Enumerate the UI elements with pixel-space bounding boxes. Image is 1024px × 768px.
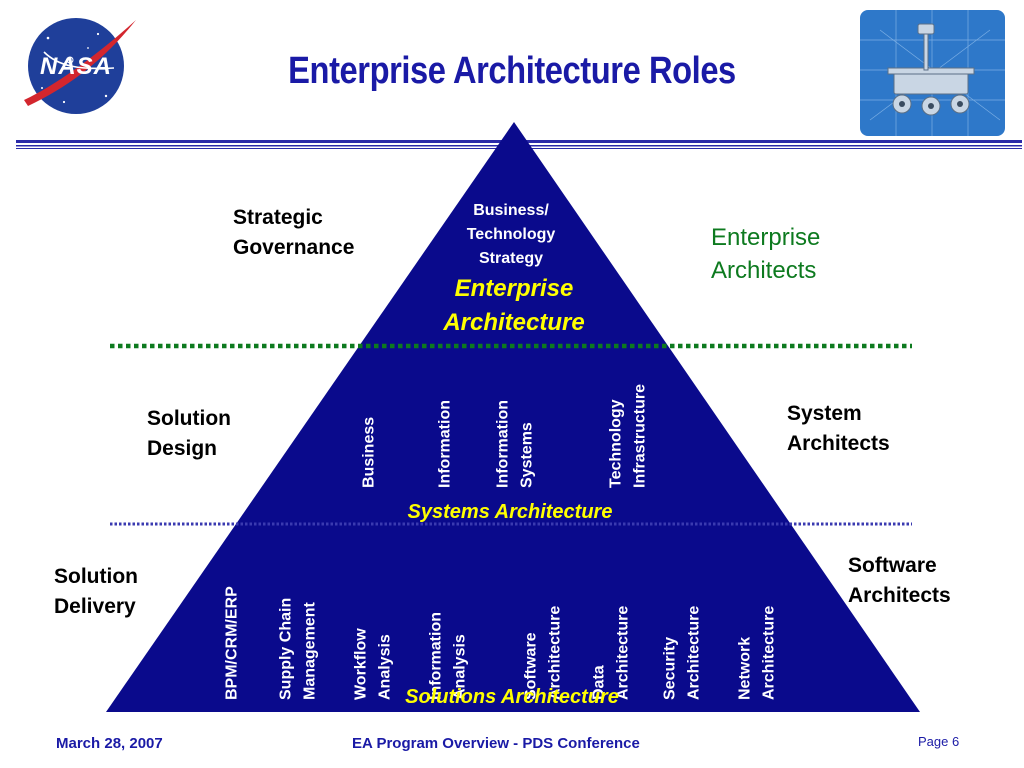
footer-page: Page 6	[918, 734, 960, 749]
systems-architecture-label: Systems Architecture	[408, 501, 613, 523]
enterprise-architects-label: Enterprise Architects	[711, 224, 821, 284]
solutions-column-0: BPM/CRM/ERP	[224, 586, 241, 700]
solution-design-label: Solution Design	[147, 407, 231, 460]
strategic-governance-label: Strategic Governance	[233, 206, 355, 259]
system-architects-label: System Architects	[787, 402, 890, 455]
footer-title: EA Program Overview - PDS Conference	[352, 735, 640, 752]
systems-column-0: Business	[361, 417, 378, 488]
pyramid-shape	[106, 122, 920, 712]
solution-delivery-label: Solution Delivery	[54, 565, 138, 618]
nasa-logo-text: NASA	[40, 53, 112, 80]
rover-image	[860, 10, 1005, 136]
footer-date: March 28, 2007	[56, 735, 163, 752]
nasa-logo: NASA	[24, 18, 136, 114]
solutions-architecture-label: Solutions Architecture	[405, 686, 619, 708]
systems-column-1: Information	[437, 400, 454, 488]
slide-title: Enterprise Architecture Roles	[288, 50, 736, 92]
software-architects-label: Software Architects	[848, 554, 951, 607]
